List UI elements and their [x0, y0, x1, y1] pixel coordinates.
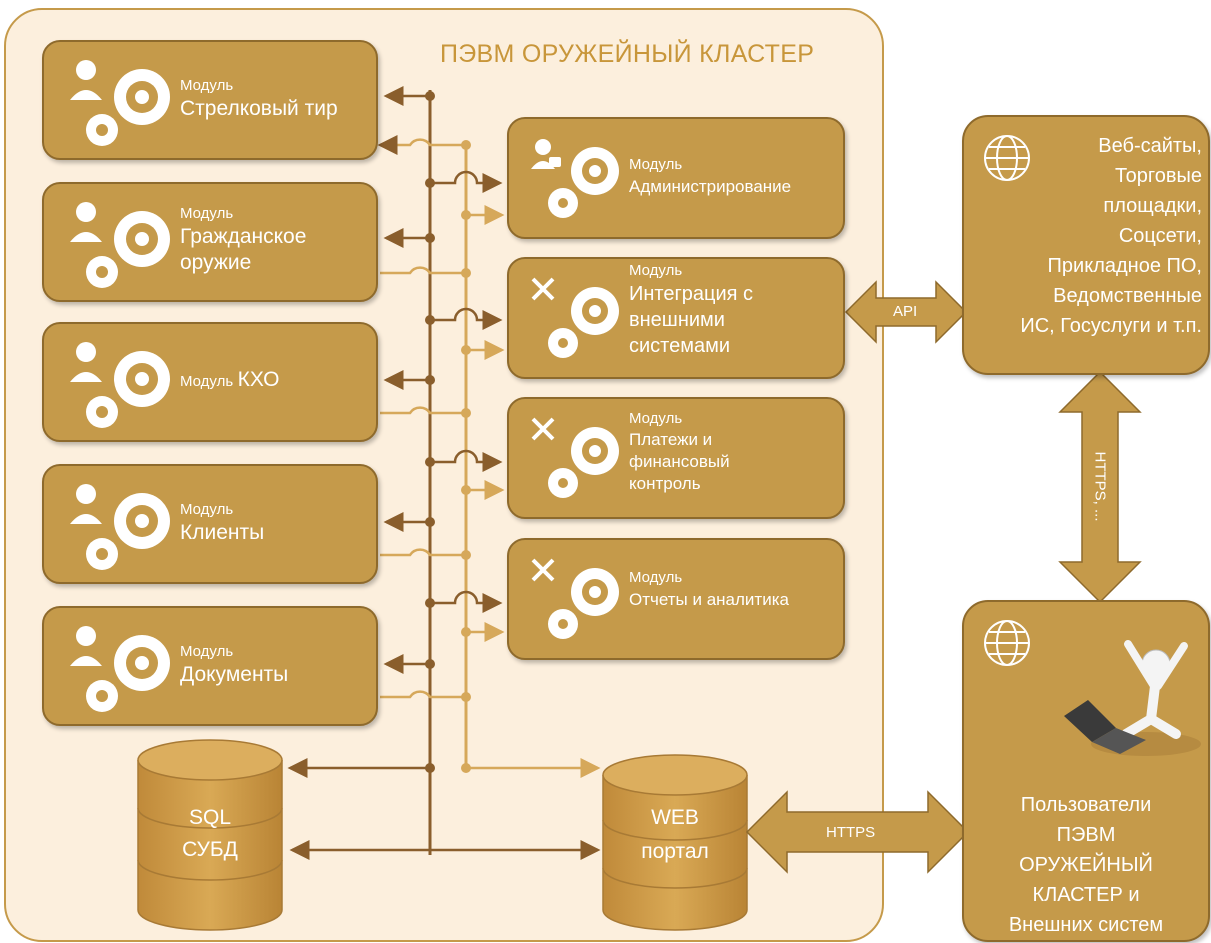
module-title: Документы: [180, 663, 289, 686]
left-links: [377, 86, 471, 702]
module-caption: Модуль: [180, 373, 234, 390]
globe-icon: [984, 620, 1030, 666]
module-caption: Модуль: [629, 569, 683, 586]
module-caption: Модуль: [180, 643, 234, 660]
module-administration[interactable]: Модуль Администрирование: [507, 117, 845, 239]
https-vertical-label: HTTPS, ...: [1091, 451, 1109, 522]
sql-db-label: SQL СУБД: [182, 806, 238, 861]
module-reports[interactable]: Модуль Отчеты и аналитика: [507, 538, 845, 660]
module-title: КХО: [237, 368, 280, 391]
https-label: HTTPS: [826, 824, 876, 841]
user-gears-icon: [70, 202, 170, 288]
module-title: Администрирование: [629, 177, 792, 196]
user-gears-icon: [70, 484, 170, 570]
module-title: Клиенты: [180, 521, 265, 544]
module-title: Стрелковый тир: [180, 97, 338, 120]
module-kho[interactable]: Модуль КХО: [42, 322, 378, 442]
module-caption: Модуль: [629, 156, 683, 173]
user-with-laptop-icon: [1064, 640, 1201, 756]
module-civil-weapons[interactable]: Модуль Гражданское оружие: [42, 182, 378, 302]
users-text: Пользователи ПЭВМ ОРУЖЕЙНЫЙ КЛАСТЕР и Вн…: [1008, 794, 1164, 936]
globe-icon: [984, 135, 1030, 181]
api-label: API: [893, 303, 918, 320]
module-caption: Модуль: [180, 77, 234, 94]
module-title: Интеграция с внешними системами: [629, 283, 754, 357]
external-systems-box[interactable]: Веб-сайты, Торговые площадки, Соцсети, П…: [962, 115, 1210, 375]
external-systems-text: Веб-сайты, Торговые площадки, Соцсети, П…: [1020, 135, 1202, 337]
user-gears-icon: [70, 626, 170, 712]
module-clients[interactable]: Модуль Клиенты: [42, 464, 378, 584]
web-portal-cylinder: [602, 754, 748, 931]
module-payments[interactable]: Модуль Платежи и финансовый контроль: [507, 397, 845, 519]
right-links: [425, 170, 505, 642]
module-title: Гражданское оружие: [180, 225, 307, 274]
module-caption: Модуль: [180, 205, 234, 222]
module-documents[interactable]: Модуль Документы: [42, 606, 378, 726]
module-shooting-range[interactable]: Модуль Стрелковый тир: [42, 40, 378, 160]
users-box[interactable]: Пользователи ПЭВМ ОРУЖЕЙНЫЙ КЛАСТЕР и Вн…: [962, 600, 1210, 942]
module-title: Отчеты и аналитика: [629, 590, 789, 609]
tools-gears-icon: [531, 277, 619, 358]
module-caption: Модуль: [180, 501, 234, 518]
cluster-title: ПЭВМ ОРУЖЕЙНЫЙ КЛАСТЕР: [440, 40, 815, 68]
module-caption: Модуль: [629, 410, 683, 427]
admin-gears-icon: [531, 139, 619, 218]
tools-gears-icon: [531, 417, 619, 498]
module-caption: Модуль: [629, 262, 683, 279]
sql-database-cylinder: [137, 739, 283, 931]
module-integration[interactable]: Модуль Интеграция с внешними системами: [507, 257, 845, 379]
tools-gears-icon: [531, 558, 619, 639]
user-gears-icon: [70, 60, 170, 146]
module-title: Платежи и финансовый контроль: [629, 430, 730, 493]
user-gears-icon: [70, 342, 170, 428]
web-portal-label: WEB портал: [641, 806, 709, 863]
